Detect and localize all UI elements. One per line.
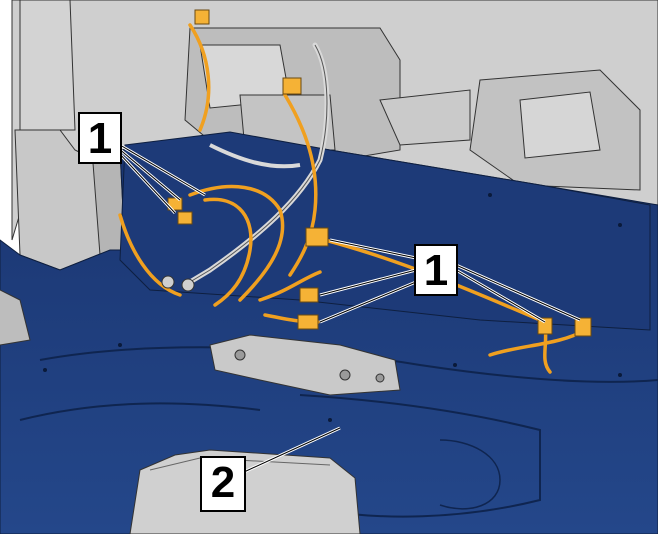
callout-leader-lines-outline xyxy=(117,144,581,473)
callout-label-1-left: 1 xyxy=(78,112,122,164)
connector-right-b xyxy=(574,317,592,337)
connector-center-upper xyxy=(305,227,329,247)
connector-right-a xyxy=(537,317,553,335)
floor-pan xyxy=(0,131,658,534)
connector-center-middle xyxy=(299,287,319,303)
connector-top-left xyxy=(194,9,210,25)
connector-upper-left-b xyxy=(177,211,193,225)
connector-center-lower xyxy=(297,314,319,330)
harness-connectors xyxy=(167,9,592,337)
floor-bracket xyxy=(209,334,401,396)
cable-ends xyxy=(161,275,195,292)
grey-cable xyxy=(182,42,330,288)
callout-label-2: 2 xyxy=(200,456,246,512)
connector-top xyxy=(282,77,302,95)
callout-label-1-right: 1 xyxy=(414,244,458,296)
